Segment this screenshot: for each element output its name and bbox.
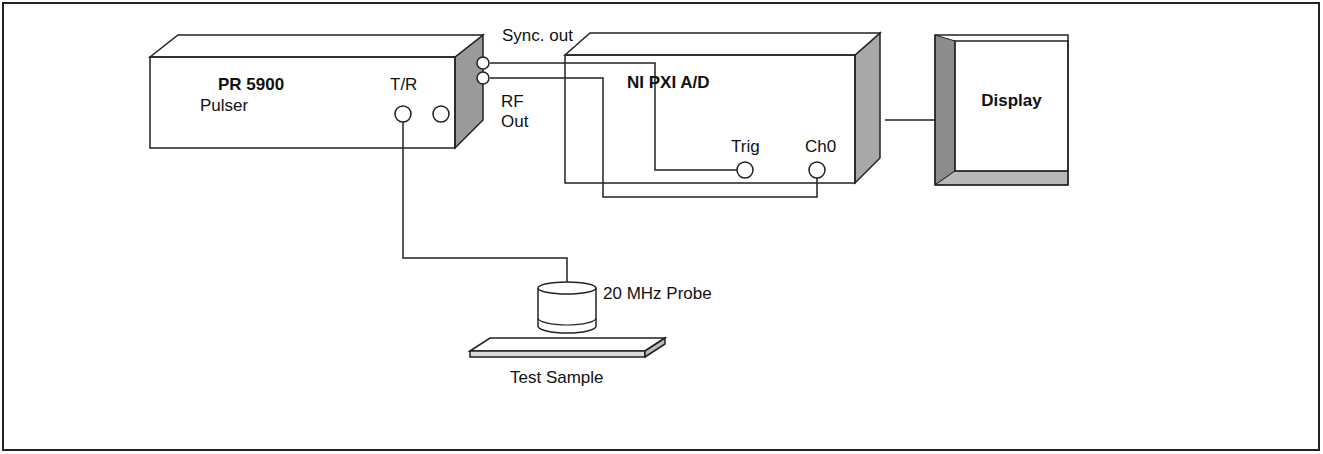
trig-connector	[737, 162, 753, 178]
cable	[403, 122, 567, 282]
digitizer-box-outline	[565, 33, 885, 183]
cable	[885, 119, 935, 121]
front-face	[150, 57, 455, 148]
device-name: Display	[981, 91, 1041, 111]
port-name: T/R	[390, 75, 417, 95]
test-sample: Test Sample	[468, 334, 668, 392]
pulser-box-outline	[150, 35, 490, 148]
probe-top	[538, 282, 596, 294]
pin-name: Trig	[731, 137, 760, 157]
border-rect	[3, 3, 1319, 450]
side-face	[855, 33, 880, 183]
probe: 20 MHz Probe	[537, 280, 747, 336]
bezel	[935, 35, 1068, 185]
device-name: PR 5900	[218, 75, 284, 95]
sync-connector	[477, 57, 489, 69]
signal-name: RF Out	[499, 92, 530, 133]
pulser-box: PR 5900Pulser T/R	[150, 35, 490, 148]
bevel-bottom	[935, 171, 1068, 185]
cable	[490, 78, 817, 197]
rf-connector	[477, 72, 489, 84]
bevel-left	[935, 35, 955, 185]
device-name: NI PXI A/D	[627, 73, 710, 93]
top-face	[565, 33, 880, 55]
probe-label: 20 MHz Probe	[603, 284, 712, 304]
front-face	[565, 55, 855, 183]
cable	[490, 63, 737, 170]
plate-front	[470, 351, 645, 357]
ch0-connector	[809, 162, 825, 178]
probe-ring	[538, 318, 596, 325]
plate-top	[470, 338, 665, 351]
top-face	[150, 35, 483, 57]
connector	[433, 106, 449, 122]
pin-name: Ch0	[805, 137, 836, 157]
plate-side	[645, 338, 665, 357]
digitizer-box: NI PXI A/D Trig Ch0	[565, 33, 885, 183]
sample-label: Test Sample	[510, 368, 604, 388]
device-type: Pulser	[200, 96, 248, 116]
signal-name: Sync. out	[500, 26, 575, 46]
display-box: Display	[935, 35, 1068, 185]
tr-connector	[395, 106, 411, 122]
screen	[955, 41, 1068, 171]
